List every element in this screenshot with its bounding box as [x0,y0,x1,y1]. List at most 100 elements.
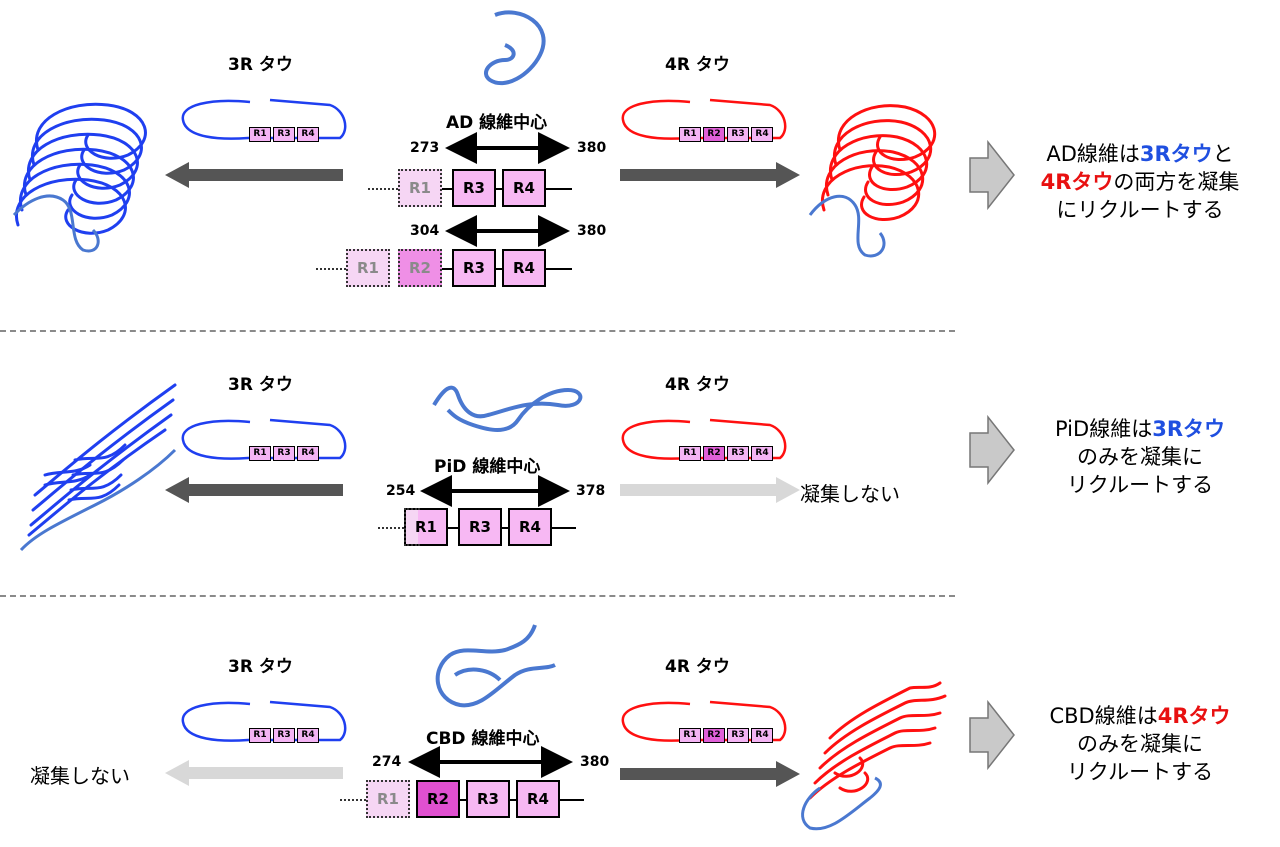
ad-conclusion-suffix: の両方を凝集 [1113,170,1240,194]
cbd-conclusion-line3: リクルートする [1066,760,1214,784]
ad-row2-tail [546,268,572,270]
ad-range2-end: 380 [577,223,607,239]
pid-range-end: 378 [576,483,606,499]
pid-4r-tau-strand [621,418,787,460]
ad-conclusion-mid: と [1212,142,1234,166]
ad-range2-start: 304 [410,223,440,239]
ad-4r-mini-repeats: R1 R2 R3 R4 [679,127,775,142]
pid-row-link [502,527,508,529]
mini-repeat: R1 [679,127,701,142]
mini-repeat: R4 [297,127,319,142]
mini-repeat: R3 [727,446,749,461]
pid-panel: 3R タウ R1 R3 R4 PiD 線維中心 254 378 R1 R3 R4… [0,335,1280,590]
pid-core-fibril-icon [432,385,583,432]
ad-3r-fibril-stack [12,102,147,253]
pid-row-r1: R1 [404,508,448,546]
pid-3r-mini-repeats: R1 R3 R4 [249,446,321,461]
cbd-conclusion-line2: のみを凝集に [1077,732,1203,756]
pid-3r-tau-strand [181,418,347,460]
ad-right-recruit-arrow [620,162,800,188]
pid-conclusion-chevron-icon [969,414,1015,486]
ad-core-fibril-icon [484,10,546,86]
cbd-row-link [510,799,516,801]
cbd-left-blocked-arrow [165,760,343,786]
cbd-row-r3: R3 [466,780,510,818]
ad-row1-r1: R1 [398,169,442,207]
pid-range-arrow [420,475,570,507]
cbd-4r-tau-strand [621,700,787,742]
ad-range2-arrow [445,215,570,247]
pid-core-label: PiD 線維中心 [434,457,541,477]
ad-conclusion-line3: にリクルートする [1056,198,1224,222]
cbd-core-fibril-icon [435,624,556,708]
mini-repeat: R3 [273,127,295,142]
ad-row1-lead [368,188,398,190]
pid-row-r3: R3 [458,508,502,546]
ad-row2-lead [316,268,346,270]
mini-repeat: R2 [703,446,725,461]
cbd-4r-tau-label: 4R タウ [665,657,730,677]
ad-3r-mini-repeats: R1 R3 R4 [249,127,321,142]
ad-conclusion-4r: 4Rタウ [1040,170,1114,194]
pid-row-r4: R4 [508,508,552,546]
pid-4r-tau-label: 4R タウ [665,375,730,395]
ad-row1-r3: R3 [452,169,496,207]
mini-repeat: R1 [249,446,271,461]
cbd-row-r2: R2 [416,780,460,818]
cbd-panel: 3R タウ R1 R3 R4 凝集しない CBD 線維中心 274 380 R1… [0,600,1280,847]
pid-conclusion-3r: 3Rタウ [1152,417,1225,441]
pid-left-recruit-arrow [165,477,343,503]
cbd-conclusion-text: CBD線維は4Rタウ のみを凝集に リクルートする [1010,702,1270,786]
ad-row2-link [496,268,502,270]
mini-repeat: R4 [751,728,773,743]
ad-4r-tau-strand [621,98,787,140]
mini-repeat: R4 [297,728,319,743]
ad-range1-arrow [445,132,570,164]
cbd-3r-mini-repeats: R1 R3 R4 [249,728,321,743]
ad-row1-tail [546,188,572,190]
ad-row2-r3: R3 [452,249,496,287]
ad-core-label: AD 線維中心 [446,113,548,133]
cbd-row-r1: R1 [366,780,410,818]
mini-repeat: R4 [751,446,773,461]
mini-repeat: R3 [273,446,295,461]
section-divider [0,595,955,597]
mini-repeat: R3 [727,728,749,743]
ad-panel: 3R タウ R1 R3 R4 AD 線維中心 273 380 R1 R3 R4 … [0,0,1280,320]
pid-4r-mini-repeats: R1 R2 R3 R4 [679,446,775,461]
mini-repeat: R1 [249,728,271,743]
cbd-row-tail [560,799,584,801]
ad-conclusion-3r: 3Rタウ [1139,142,1213,166]
cbd-conclusion-prefix: CBD線維は [1049,704,1158,728]
ad-row1-link [496,188,502,190]
cbd-range-start: 274 [372,754,402,770]
mini-repeat: R1 [249,127,271,142]
cbd-row-link [460,799,466,801]
mini-repeat: R3 [727,127,749,142]
pid-row-lead [378,527,404,529]
mini-repeat: R1 [679,446,701,461]
cbd-no-aggregate-label: 凝集しない [30,764,130,788]
ad-3r-tau-strand [181,98,347,140]
ad-row2-link [442,268,452,270]
pid-right-blocked-arrow [620,477,800,503]
pid-conclusion-text: PiD線維は3Rタウ のみを凝集に リクルートする [1010,415,1270,499]
pid-range-start: 254 [386,483,416,499]
ad-3r-tau-label: 3R タウ [228,55,293,75]
mini-repeat: R2 [703,728,725,743]
pid-conclusion-line3: リクルートする [1066,473,1214,497]
mini-repeat: R1 [679,728,701,743]
mini-repeat: R4 [751,127,773,142]
pid-no-aggregate-label: 凝集しない [800,482,900,506]
mini-repeat: R4 [297,446,319,461]
ad-4r-tau-label: 4R タウ [665,55,730,75]
pid-3r-tau-label: 3R タウ [228,375,293,395]
ad-row1-r4: R4 [502,169,546,207]
cbd-3r-tau-strand [181,700,347,742]
pid-row-tail [552,527,576,529]
cbd-4r-fibril-stack [801,681,947,831]
cbd-3r-tau-label: 3R タウ [228,657,293,677]
cbd-4r-mini-repeats: R1 R2 R3 R4 [679,728,775,743]
pid-row-link [448,527,458,529]
pid-conclusion-line2: のみを凝集に [1077,445,1203,469]
